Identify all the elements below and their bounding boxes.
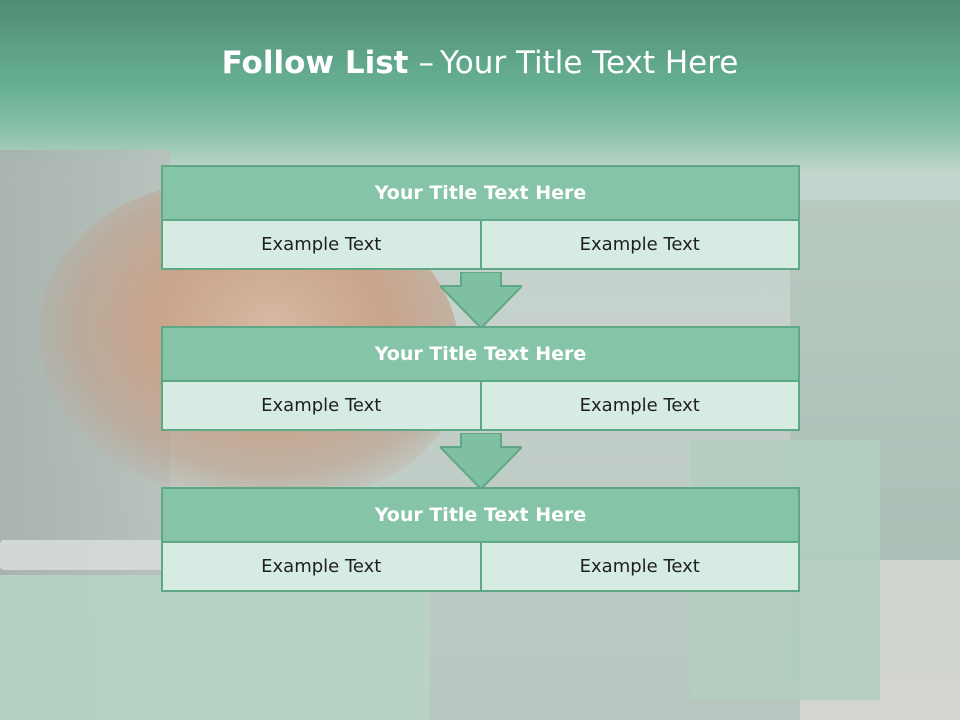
list-block-3: Your Title Text Here Example Text Exampl… xyxy=(161,487,800,592)
title-rest-text: Your Title Text Here xyxy=(439,45,739,81)
block-title: Your Title Text Here xyxy=(161,165,800,221)
cell-right: Example Text xyxy=(479,221,798,268)
list-block-1: Your Title Text Here Example Text Exampl… xyxy=(161,165,800,270)
slide-title: Follow List–Your Title Text Here xyxy=(0,45,960,81)
block-title: Your Title Text Here xyxy=(161,487,800,543)
block-cells: Example Text Example Text xyxy=(161,382,800,431)
cell-right: Example Text xyxy=(479,382,798,429)
title-bold-text: Follow List xyxy=(221,45,409,81)
block-title: Your Title Text Here xyxy=(161,326,800,382)
list-block-2: Your Title Text Here Example Text Exampl… xyxy=(161,326,800,431)
cell-right: Example Text xyxy=(479,543,798,590)
down-arrow-icon xyxy=(440,272,522,328)
block-cells: Example Text Example Text xyxy=(161,543,800,592)
block-cells: Example Text Example Text xyxy=(161,221,800,270)
cell-left: Example Text xyxy=(163,543,480,590)
background-stall-door xyxy=(0,575,430,720)
down-arrow-icon xyxy=(440,433,522,489)
cell-left: Example Text xyxy=(163,382,480,429)
title-dash: – xyxy=(418,45,434,81)
cell-left: Example Text xyxy=(163,221,480,268)
